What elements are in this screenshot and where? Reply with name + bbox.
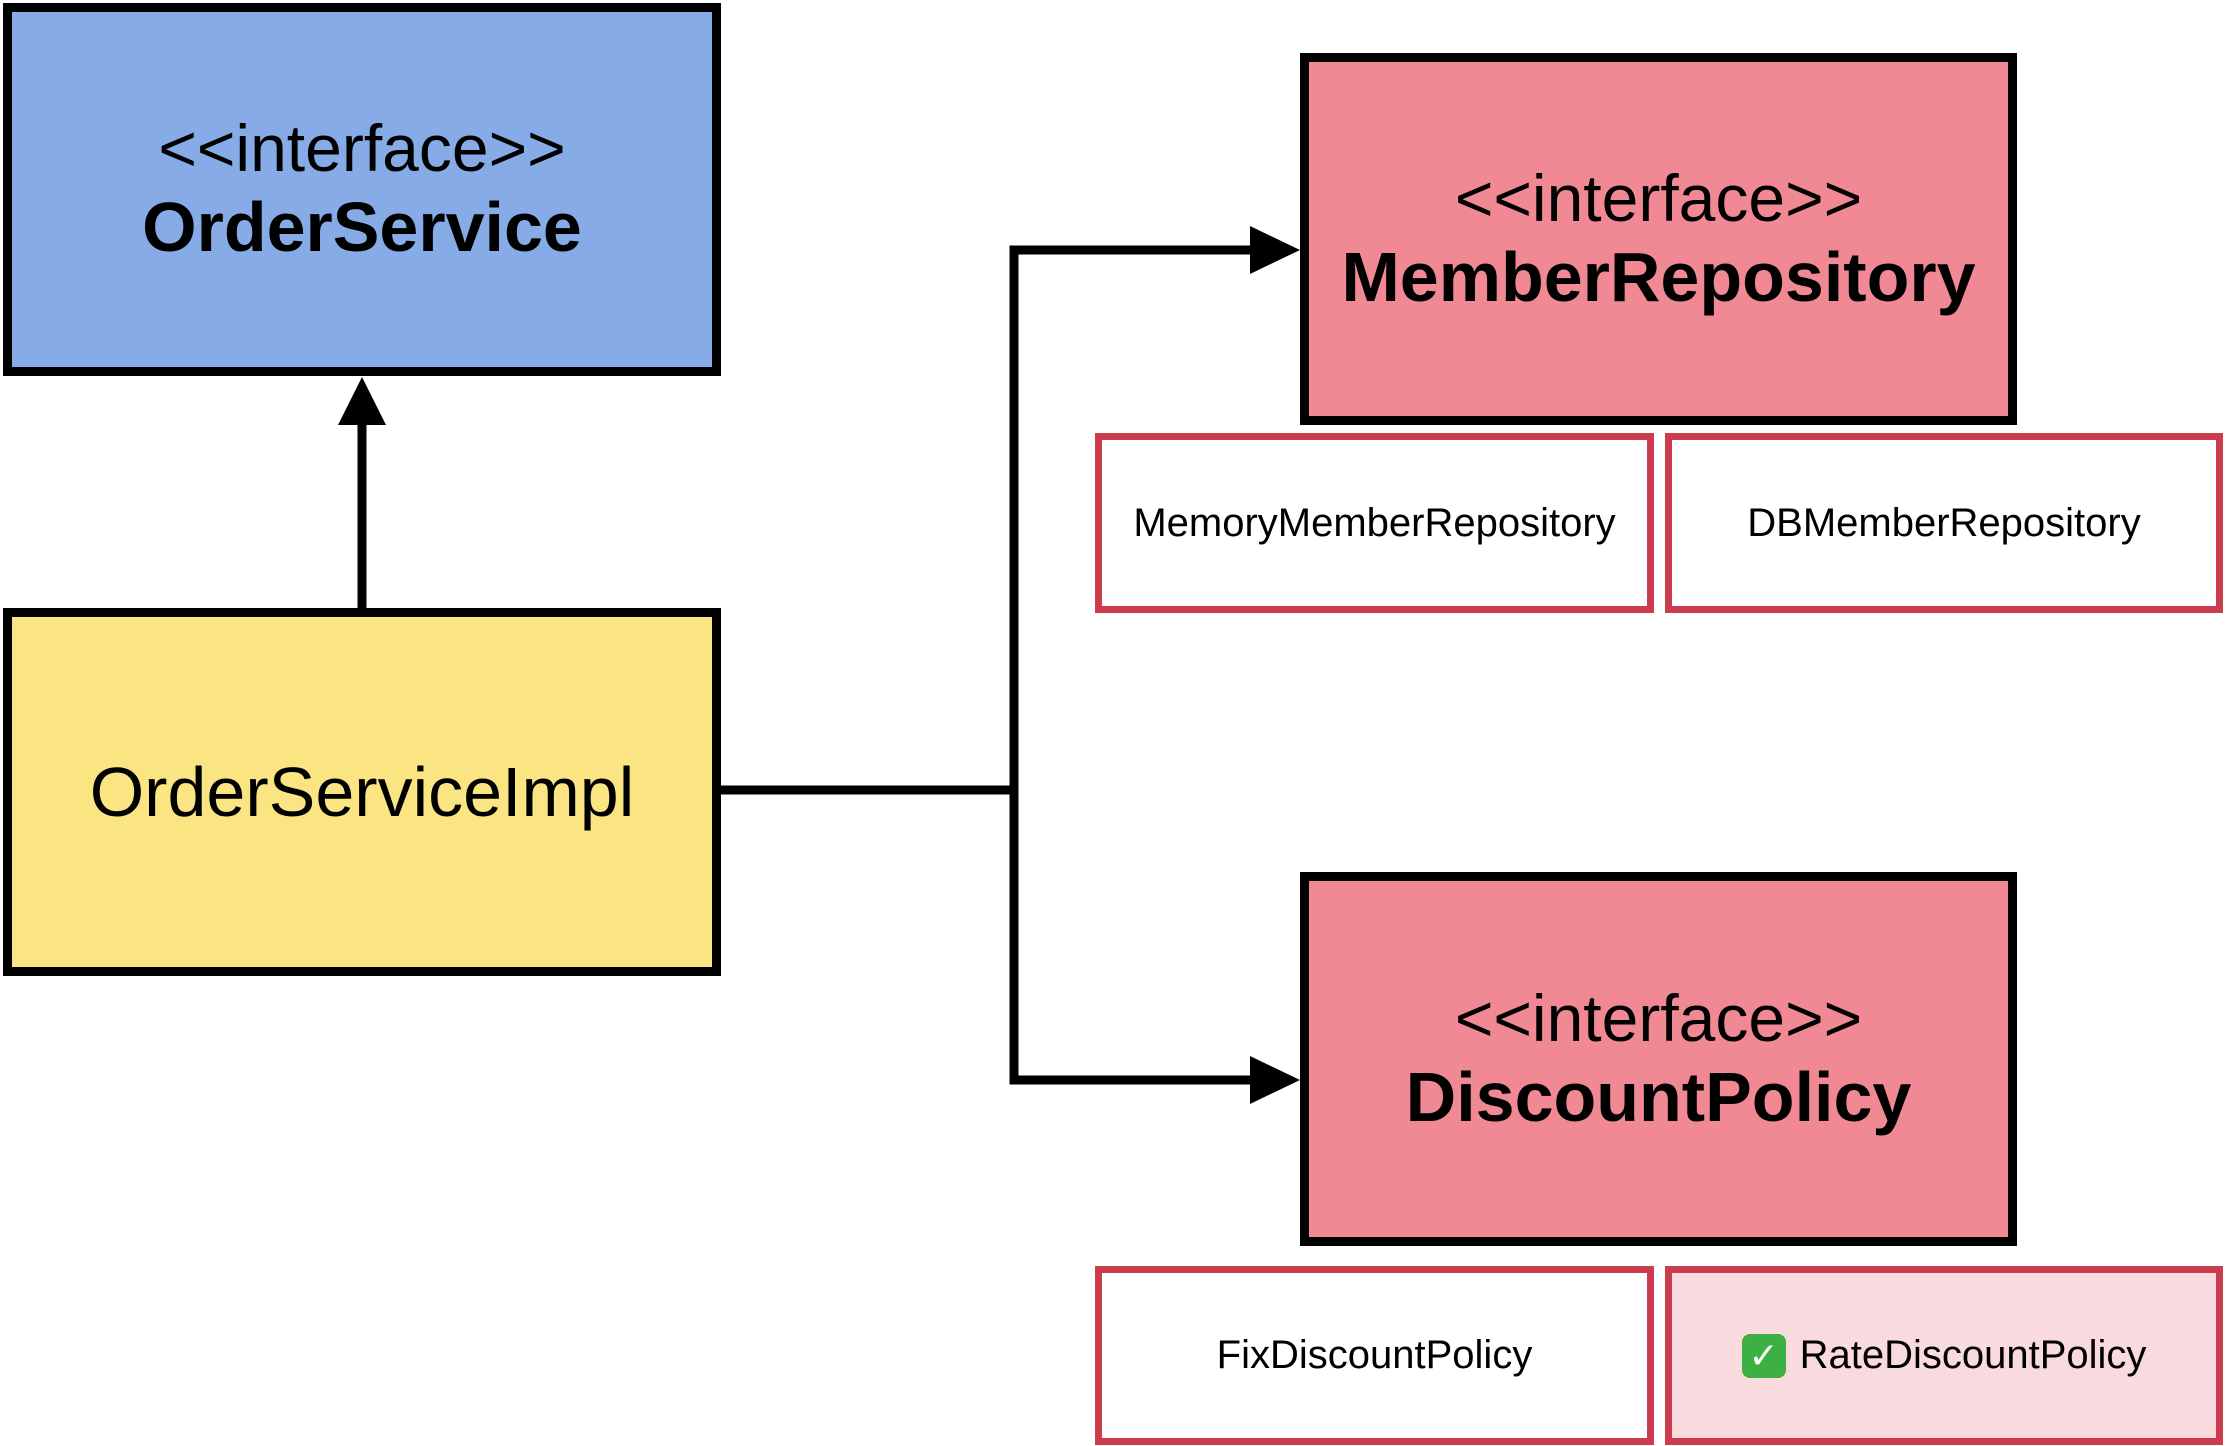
order-service-impl-title: OrderServiceImpl — [89, 753, 635, 831]
check-icon: ✓ — [1741, 1333, 1786, 1378]
db-member-repository-label: DBMemberRepository — [1747, 500, 2141, 545]
order-service-node: <<interface>> OrderService — [3, 3, 721, 376]
arrowhead-to-discount-policy — [1250, 1056, 1300, 1104]
order-service-impl-node: OrderServiceImpl — [3, 608, 721, 976]
discount-policy-title: DiscountPolicy — [1405, 1057, 1912, 1136]
memory-member-repository-label: MemoryMemberRepository — [1133, 500, 1616, 545]
bus-to-member-repository-line — [1009, 245, 1252, 1080]
discount-policy-node: <<interface>> DiscountPolicy — [1300, 872, 2017, 1246]
member-repository-stereotype: <<interface>> — [1454, 160, 1863, 235]
fix-discount-policy-node: FixDiscountPolicy — [1095, 1266, 1654, 1445]
order-service-stereotype: <<interface>> — [158, 111, 566, 186]
rate-discount-policy-label: RateDiscountPolicy — [1799, 1333, 2147, 1377]
arrowhead-to-member-repository — [1250, 226, 1300, 274]
db-member-repository-node: DBMemberRepository — [1665, 433, 2223, 613]
rate-discount-policy-node: ✓ RateDiscountPolicy — [1665, 1266, 2223, 1445]
memory-member-repository-node: MemoryMemberRepository — [1095, 433, 1654, 613]
order-service-title: OrderService — [142, 188, 582, 267]
arrowhead-to-order-service — [338, 377, 386, 425]
member-repository-title: MemberRepository — [1341, 237, 1976, 316]
bus-to-discount-policy-line — [1009, 790, 1252, 1085]
member-repository-node: <<interface>> MemberRepository — [1300, 53, 2017, 425]
fix-discount-policy-label: FixDiscountPolicy — [1216, 1333, 1533, 1377]
discount-policy-stereotype: <<interface>> — [1454, 980, 1863, 1055]
